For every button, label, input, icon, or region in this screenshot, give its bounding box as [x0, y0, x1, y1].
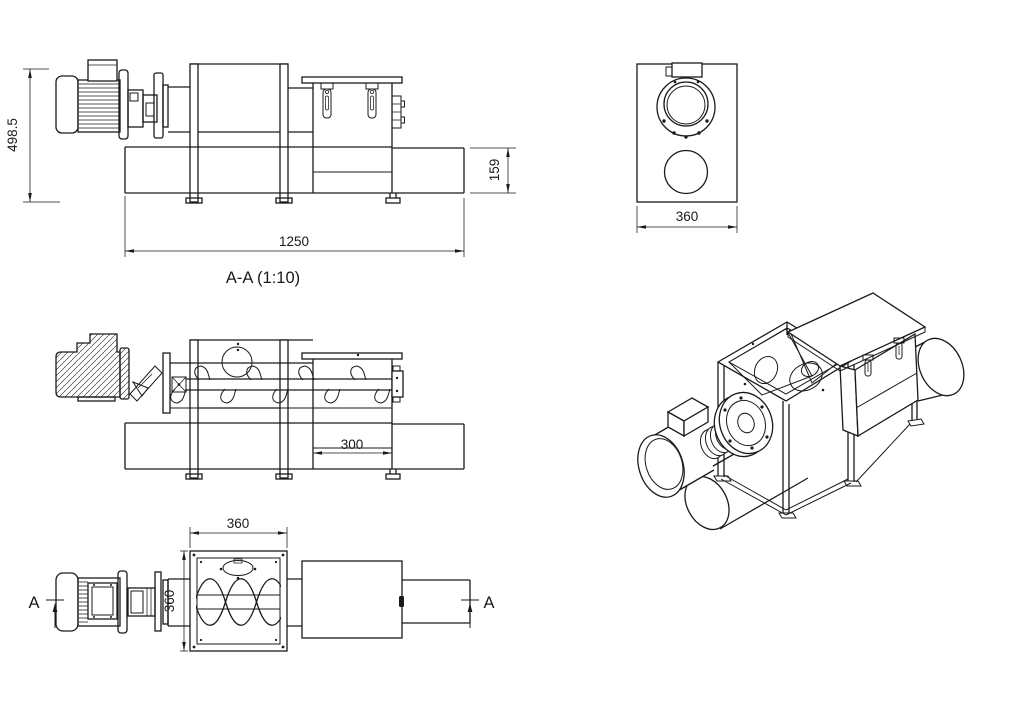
motor-section: [55, 333, 121, 398]
iso-terminal-box: [666, 397, 710, 438]
inlet-hole: [221, 346, 253, 378]
iso-hopper-box: [786, 292, 927, 438]
screw-auger: [170, 365, 404, 409]
lid-hole-plan: [219, 558, 257, 580]
hopper-lid: [301, 76, 403, 84]
dim-label-end-width: 360: [676, 209, 699, 224]
shaft-hub: [171, 376, 187, 393]
dim-end-width: 360: [636, 206, 738, 233]
iso-drive-train: [637, 391, 774, 498]
support-post-right: [279, 63, 289, 203]
screw-flights: [170, 365, 391, 404]
gearbox: [142, 94, 158, 123]
iso-latch: [893, 337, 905, 360]
motor-assembly: [55, 59, 169, 140]
motor-plan: [55, 570, 190, 634]
hopper-plan: [189, 550, 288, 652]
base-and-outlet: [124, 146, 465, 204]
base-and-outlet-section: [124, 422, 465, 480]
dim-plan-depth: 360: [162, 550, 188, 652]
end-bearing: [391, 365, 404, 403]
dim-label-overall-length: 1250: [279, 234, 309, 249]
iso-flange: [713, 391, 774, 458]
motor-flange-section: [119, 347, 130, 400]
lid-latch: [365, 82, 379, 119]
iso-latch: [862, 354, 874, 377]
motor-end-cap: [637, 434, 685, 498]
plan-view: 360 360 A A: [28, 516, 495, 652]
section-cut-label-left: A: [28, 594, 39, 612]
section-cut-right: A: [461, 594, 495, 628]
section-view: A-A (1:10): [55, 269, 465, 480]
isometric-view: [637, 292, 965, 531]
dim-label-plan-depth: 360: [162, 590, 177, 613]
dim-label-hopper-opening: 300: [341, 437, 364, 452]
casing-section: [170, 339, 313, 480]
section-cut-label-right: A: [483, 594, 494, 612]
iso-discharge-tube: [914, 337, 965, 402]
dim-hopper-opening: 300: [312, 430, 393, 458]
front-elevation-view: 498.5 1250 159: [5, 59, 516, 257]
conveyor-casing: [168, 63, 313, 204]
support-post-left: [189, 63, 199, 203]
lid-latch: [320, 82, 334, 119]
coupling-section: [129, 365, 163, 402]
drive-flange-circle: [656, 77, 716, 139]
dim-outlet-height: 159: [470, 147, 516, 194]
outlet-tube-circle: [663, 149, 709, 195]
dim-overall-length: 1250: [124, 196, 465, 257]
terminal-box: [87, 59, 118, 82]
section-title: A-A (1:10): [226, 269, 300, 287]
dim-label-outlet-height: 159: [487, 159, 502, 182]
section-cut-left: A: [28, 594, 64, 628]
terminal-box-end: [671, 62, 703, 78]
hopper: [301, 76, 405, 193]
side-fitting: [391, 95, 405, 129]
dim-label-plan-width: 360: [227, 516, 250, 531]
screw-plan: [196, 578, 281, 626]
dim-overall-height: 498.5: [5, 68, 60, 203]
dim-plan-width: 360: [189, 516, 288, 548]
dim-label-overall-height: 498.5: [5, 118, 20, 152]
end-view: 360: [636, 62, 738, 233]
outlet-plan: [287, 560, 471, 639]
